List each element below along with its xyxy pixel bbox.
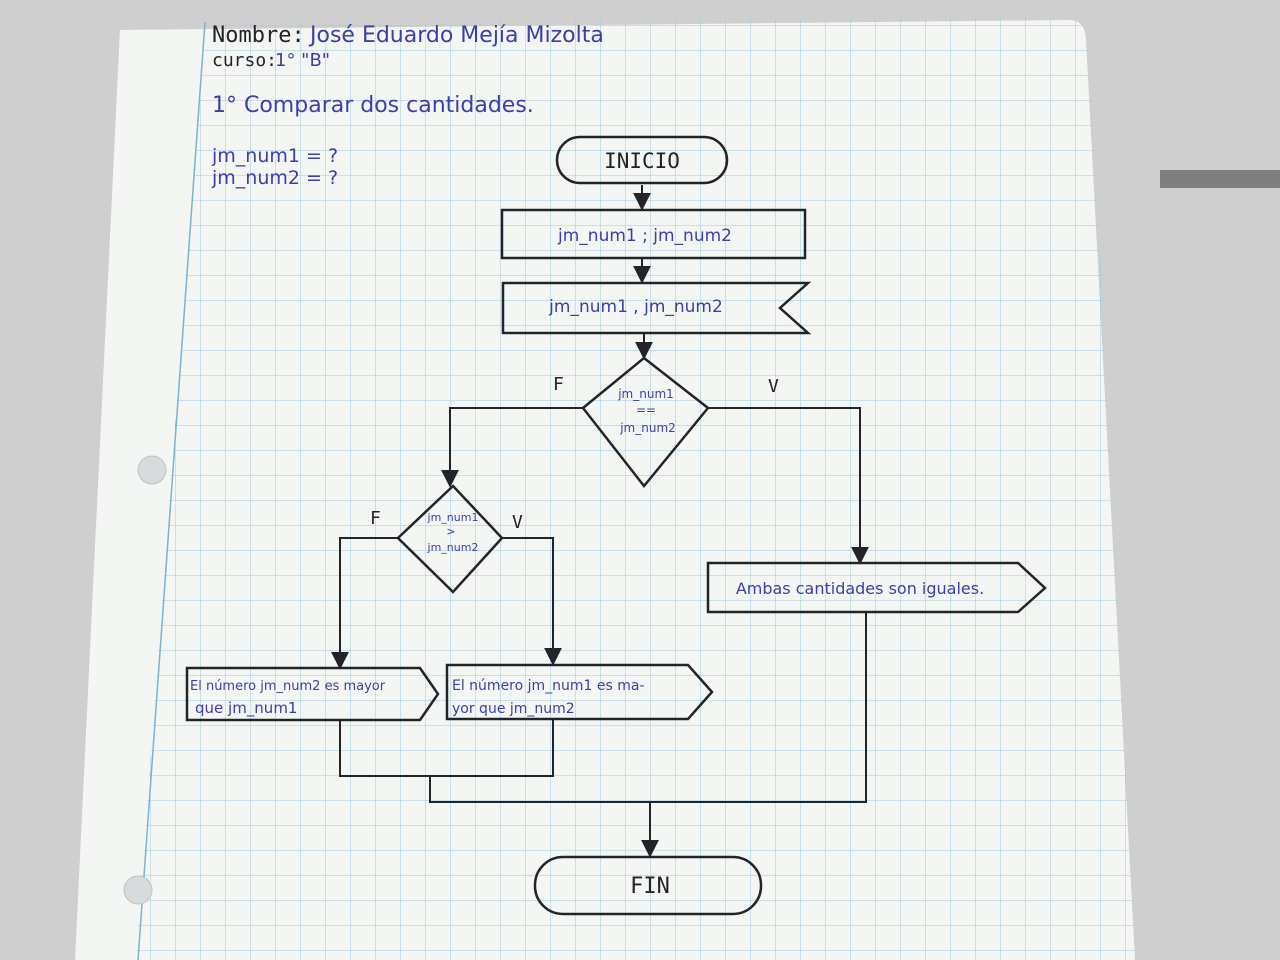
input-label: jm_num1 , jm_num2	[548, 297, 723, 317]
output-left-line1: El número jm_num2 es mayor	[190, 679, 386, 694]
decision-equal	[581, 356, 710, 488]
decision-equal-line3: jm_num2	[619, 421, 676, 435]
decision-equal-true-label: V	[768, 376, 779, 397]
output-equal-shape	[706, 561, 1047, 614]
decision-greater-true-label: V	[512, 512, 523, 533]
flow-connectors	[331, 185, 869, 858]
grid-paper	[135, 18, 1135, 960]
course-value: 1° "B"	[275, 50, 330, 71]
decision-equal-line1: jm_num1	[617, 387, 674, 401]
declare-process	[500, 208, 807, 260]
decision-equal-line2: ==	[636, 403, 656, 417]
output-left-shape	[185, 666, 440, 722]
decision-greater-line1: jm_num1	[427, 511, 479, 524]
binder-hole	[123, 875, 153, 905]
start-terminal	[555, 135, 729, 185]
binder-hole	[137, 455, 167, 485]
exercise-title: 1° Comparar dos cantidades.	[212, 93, 534, 118]
decision-greater-line2: >	[446, 525, 455, 538]
decision-greater-false-label: F	[370, 508, 381, 529]
end-label: FIN	[630, 874, 670, 899]
decision-equal-false-label: F	[553, 374, 564, 395]
output-right-line1: El número jm_num1 es ma-	[452, 678, 645, 694]
output-right-shape	[445, 663, 714, 721]
decision-greater-line3: jm_num2	[427, 541, 479, 554]
decision-greater	[396, 484, 504, 594]
output-right-line2: yor que jm_num2	[452, 701, 575, 717]
end-terminal	[533, 855, 763, 916]
start-label: INICIO	[604, 149, 680, 173]
output-equal-label: Ambas cantidades son iguales.	[736, 579, 984, 598]
input-shape	[501, 281, 812, 335]
variable-line: jm_num1 = ?	[211, 145, 338, 167]
name-label: Nombre:	[212, 23, 305, 48]
course-label: curso:	[212, 50, 277, 71]
variable-line: jm_num2 = ?	[211, 167, 338, 189]
margin-line	[137, 21, 206, 960]
declare-label: jm_num1 ; jm_num2	[557, 226, 732, 246]
desk-strip	[1160, 170, 1280, 188]
output-left-line2: que jm_num1	[195, 699, 297, 718]
name-value: José Eduardo Mejía Mizolta	[308, 23, 604, 48]
